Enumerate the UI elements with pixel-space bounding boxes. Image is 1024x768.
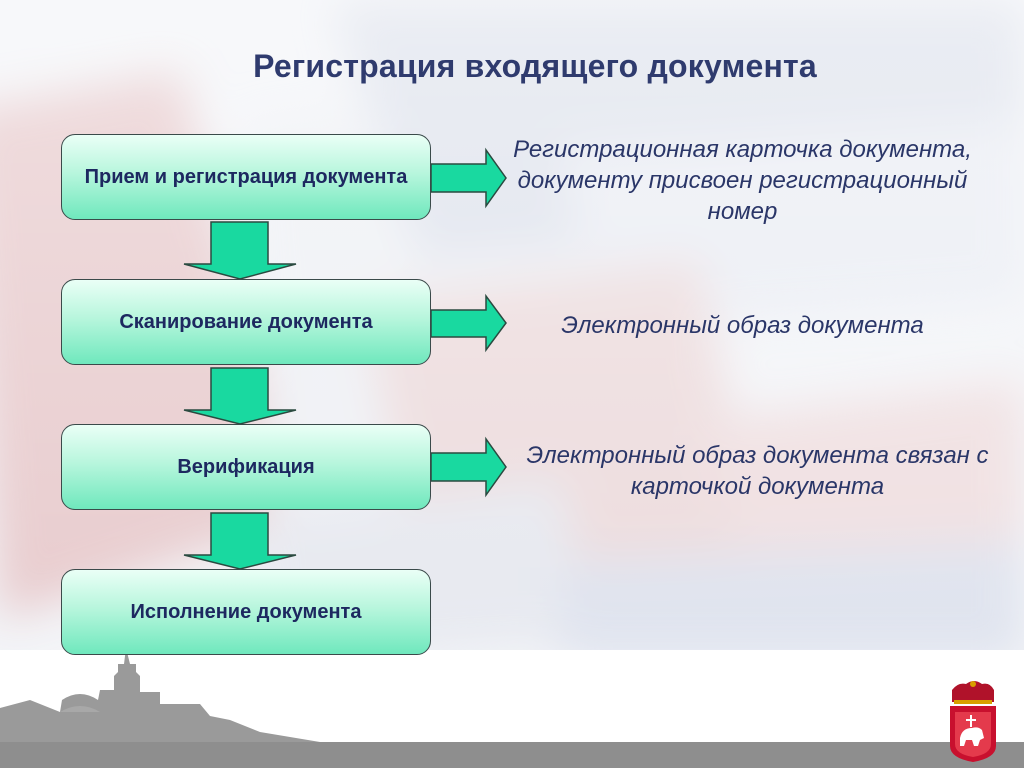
step-reception-registration: Прием и регистрация документа	[61, 134, 431, 220]
step-execution: Исполнение документа	[61, 569, 431, 655]
down-arrow-3	[183, 512, 297, 570]
step-verification: Верификация	[61, 424, 431, 510]
right-arrow-1	[430, 147, 507, 209]
down-arrow-1	[183, 221, 297, 280]
down-arrow-2	[183, 367, 297, 425]
result-electronic-image: Электронный образ документа	[561, 312, 924, 339]
right-arrow-2	[430, 293, 507, 353]
perm-coat-of-arms-icon	[950, 681, 996, 762]
result-image-linked-card: Электронный образ документа связан с кар…	[526, 442, 989, 500]
result-registration-card: Регистрационная карточка документа, доку…	[513, 136, 972, 225]
right-arrow-3	[430, 436, 507, 498]
page-title: Регистрация входящего документа	[253, 48, 817, 84]
step-scanning: Сканирование документа	[61, 279, 431, 365]
